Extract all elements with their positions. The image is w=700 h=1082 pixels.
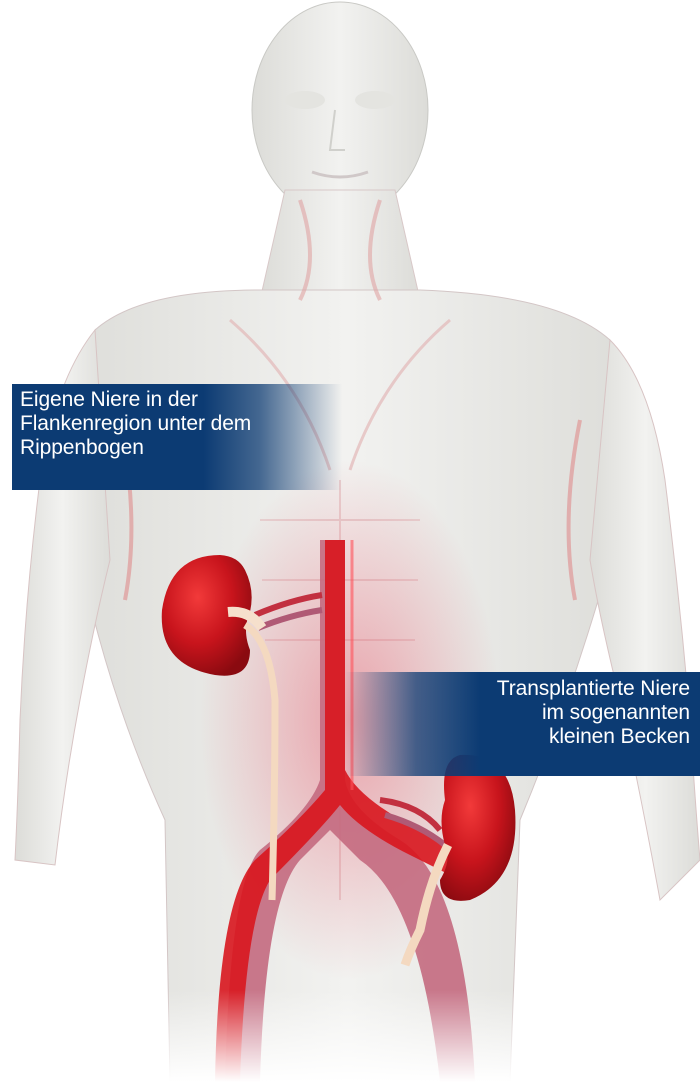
own-kidney-label-line2: Flankenregion unter dem xyxy=(20,412,342,436)
transplanted-kidney-label-line1: Transplantierte Niere xyxy=(345,677,690,701)
transplanted-kidney-label: Transplantierte Niere im sogenannten kle… xyxy=(345,672,700,776)
bottom-fade xyxy=(0,990,700,1082)
own-kidney-label-line3: Rippenbogen xyxy=(20,436,342,460)
transplanted-kidney-label-line3: kleinen Becken xyxy=(345,725,690,749)
own-kidney-label-line1: Eigene Niere in der xyxy=(20,388,342,412)
own-kidney-label: Eigene Niere in der Flankenregion unter … xyxy=(12,384,342,490)
transplanted-kidney-label-line2: im sogenannten xyxy=(345,701,690,725)
